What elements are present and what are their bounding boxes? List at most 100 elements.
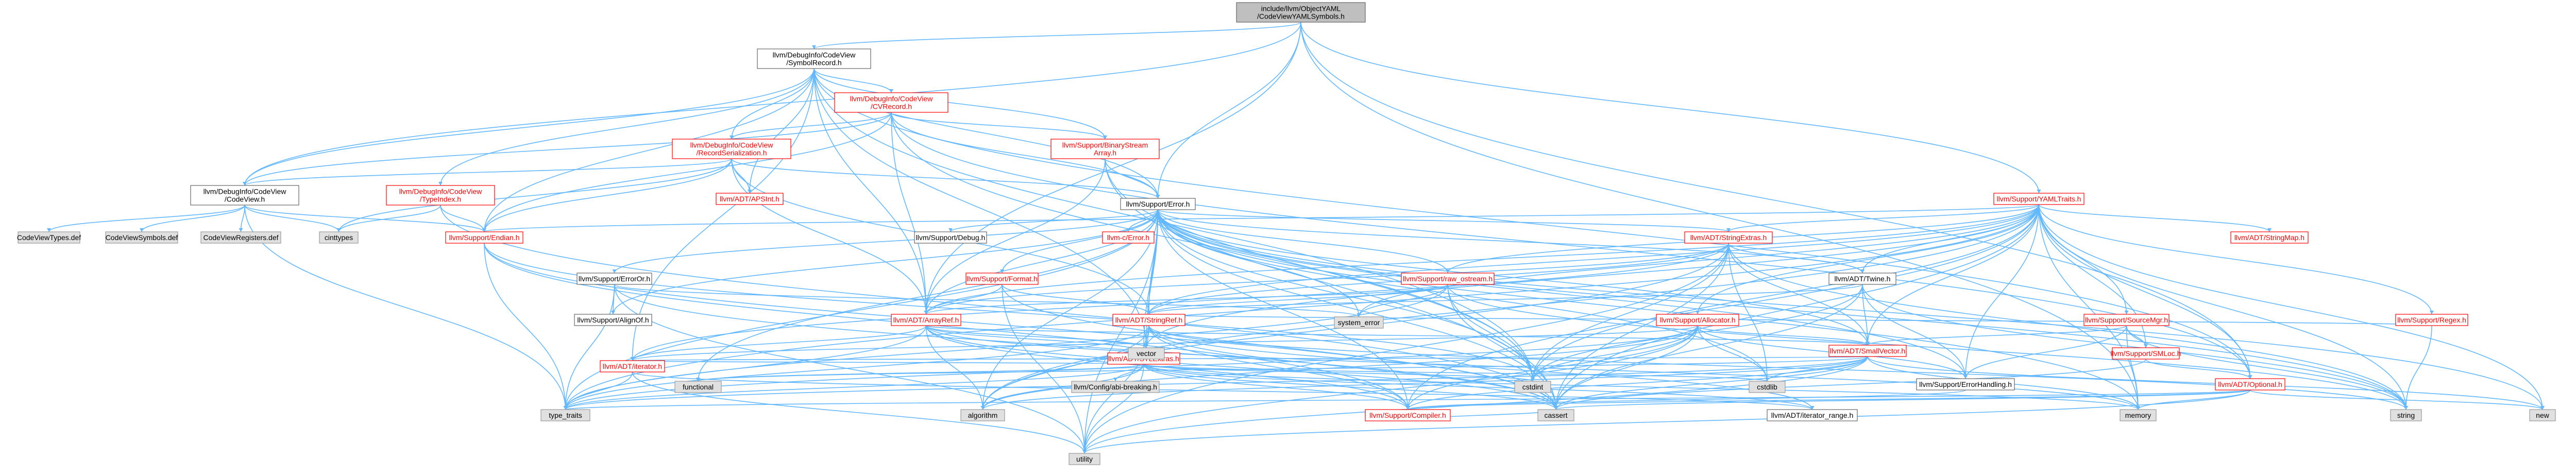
node-symrec[interactable]: llvm/DebugInfo/CodeView/SymbolRecord.h <box>757 48 871 69</box>
node-box-arrayref <box>891 314 961 326</box>
edge-smallvector-to-typetraits <box>565 356 1868 410</box>
node-format[interactable]: llvm/Support/Format.h <box>965 273 1039 285</box>
node-errorh[interactable]: llvm-c/Error.h <box>1102 231 1155 244</box>
node-typetraits: type_traits <box>540 409 590 421</box>
edge-cvrecord-to-arrayref <box>891 112 927 315</box>
edge-stringextras-to-smallvector <box>1728 243 1868 346</box>
node-label-typetraits: type_traits <box>549 411 582 419</box>
edge-yamltraits-to-new <box>2038 204 2543 410</box>
edge-stlextras-to-functional <box>698 364 1144 382</box>
node-label-binstream: Array.h <box>1094 149 1116 157</box>
node-error[interactable]: llvm/Support/Error.h <box>1120 198 1196 210</box>
edge-stlextras-to-cstdint <box>1143 364 1533 382</box>
arrowhead-sourcemgr-to-smloc <box>2144 344 2148 348</box>
node-layer: include/llvm/ObjectYAML/CodeViewYAMLSymb… <box>17 2 2556 465</box>
node-errorhandling[interactable]: llvm/Support/ErrorHandling.h <box>1916 378 2015 391</box>
node-rawostream[interactable]: llvm/Support/raw_ostream.h <box>1401 273 1495 285</box>
edge-twine-to-errorhandling <box>1862 284 1966 379</box>
arrowhead-optional-to-typetraits <box>563 406 568 410</box>
node-sourcemgr[interactable]: llvm/Support/SourceMgr.h <box>2083 314 2170 326</box>
edge-stringextras-to-iterator <box>632 243 1729 361</box>
node-box-memory <box>2120 409 2157 421</box>
node-smloc[interactable]: llvm/Support/SMLoc.h <box>2111 347 2181 360</box>
node-apsint[interactable]: llvm/ADT/APSInt.h <box>716 193 784 205</box>
arrowhead-cvrecord-to-binstream <box>1103 135 1107 139</box>
node-compiler[interactable]: llvm/Support/Compiler.h <box>1365 409 1451 421</box>
edge-error-to-errorhandling <box>1157 209 1966 379</box>
arrowhead-recser-to-apsint <box>748 190 752 193</box>
arrowhead-smallvector-to-iterator <box>630 357 635 361</box>
node-cstdlib: cstdlib <box>1749 381 1786 393</box>
node-yamltraits[interactable]: llvm/Support/YAMLTraits.h <box>1993 193 2084 205</box>
arrowhead-erroror-to-alignof <box>611 311 615 314</box>
arrowhead-yamltraits-to-twine <box>1860 269 1865 273</box>
edge-smallvector-to-cassert <box>1555 356 1868 410</box>
node-regex[interactable]: llvm/Support/Regex.h <box>2395 314 2468 326</box>
arrowhead-yamltraits-to-vector <box>1144 344 1148 348</box>
edge-error-to-utility <box>1084 209 1159 454</box>
node-box-stringextras <box>1684 231 1773 244</box>
node-label-cvsymbols: CodeViewSymbols.def <box>106 233 178 242</box>
edge-symrec-to-arrayref <box>814 68 927 315</box>
edge-stlextras-to-typetraits <box>565 364 1144 410</box>
node-endian[interactable]: llvm/Support/Endian.h <box>445 231 523 244</box>
edge-typeindex-to-endian <box>440 205 485 232</box>
node-label-cvrecord: llvm/DebugInfo/CodeView <box>850 95 934 103</box>
edge-allocator-to-cassert <box>1555 325 1698 410</box>
arrowhead-iterator-to-iterrange <box>1810 406 1815 410</box>
node-stringextras[interactable]: llvm/ADT/StringExtras.h <box>1684 231 1773 244</box>
edge-symrec-to-vector <box>814 68 1147 348</box>
node-label-typeindex: /TypeIndex.h <box>420 195 461 203</box>
edge-layer <box>47 22 2545 454</box>
edge-endian-to-cassert <box>484 243 1556 410</box>
node-label-format: llvm/Support/Format.h <box>967 275 1038 283</box>
edge-arrayref-to-algorithm <box>925 325 984 410</box>
arrowhead-yamltraits-to-regex <box>2430 311 2434 314</box>
arrowhead-recser-to-error <box>1156 195 1160 198</box>
edge-format-to-utility <box>1002 284 1085 454</box>
node-label-erroror: llvm/Support/ErrorOr.h <box>579 275 650 283</box>
node-erroror[interactable]: llvm/Support/ErrorOr.h <box>577 273 652 285</box>
node-arrayref[interactable]: llvm/ADT/ArrayRef.h <box>891 314 961 326</box>
edge-root-to-memory <box>1300 22 2139 410</box>
node-smallvector[interactable]: llvm/ADT/SmallVector.h <box>1828 345 1907 357</box>
edge-smloc-to-cassert <box>1555 359 2146 410</box>
edge-root-to-optional <box>1300 22 2251 379</box>
node-label-codeview: /CodeView.h <box>225 195 265 203</box>
node-box-alignof <box>574 314 652 326</box>
edge-allocator-to-algorithm <box>982 325 1698 410</box>
node-iterator[interactable]: llvm/ADT/iterator.h <box>600 360 665 372</box>
arrowhead-smallvector-to-cstdlib <box>1765 378 1769 381</box>
node-iterrange[interactable]: llvm/ADT/iterator_range.h <box>1767 409 1858 421</box>
node-box-codeview <box>190 185 299 206</box>
node-debug[interactable]: llvm/Support/Debug.h <box>914 231 987 244</box>
node-cvrecord[interactable]: llvm/DebugInfo/CodeView/CVRecord.h <box>834 92 948 113</box>
edge-rawostream-to-string <box>1447 284 2406 410</box>
node-label-compiler: llvm/Support/Compiler.h <box>1369 411 1446 419</box>
node-root[interactable]: include/llvm/ObjectYAML/CodeViewYAMLSymb… <box>1236 2 1366 23</box>
node-label-allocator: llvm/Support/Allocator.h <box>1659 316 1735 324</box>
node-codeview[interactable]: llvm/DebugInfo/CodeView/CodeView.h <box>190 185 299 206</box>
node-alignof[interactable]: llvm/Support/AlignOf.h <box>574 314 652 326</box>
arrowhead-optional-to-utility <box>1082 450 1087 453</box>
node-stringref[interactable]: llvm/ADT/StringRef.h <box>1112 314 1185 326</box>
node-box-optional <box>2215 378 2285 391</box>
node-allocator[interactable]: llvm/Support/Allocator.h <box>1656 314 1739 326</box>
node-label-algorithm: algorithm <box>968 411 998 419</box>
edge-symrec-to-optional <box>814 68 2251 379</box>
node-typeindex[interactable]: llvm/DebugInfo/CodeView/TypeIndex.h <box>386 185 495 206</box>
node-label-codeview: llvm/DebugInfo/CodeView <box>204 188 287 196</box>
edge-smallvector-to-algorithm <box>982 356 1868 410</box>
edge-cvrecord-to-recser <box>731 112 892 140</box>
node-stringmap[interactable]: llvm/ADT/StringMap.h <box>2230 231 2309 244</box>
node-optional[interactable]: llvm/ADT/Optional.h <box>2215 378 2285 391</box>
edge-sourcemgr-to-errorhandling <box>1965 325 2127 379</box>
node-recser[interactable]: llvm/DebugInfo/CodeView/RecordSerializat… <box>672 139 791 159</box>
node-label-debug: llvm/Support/Debug.h <box>916 233 986 242</box>
node-label-cassert: cassert <box>1544 411 1567 419</box>
node-twine[interactable]: llvm/ADT/Twine.h <box>1828 273 1896 285</box>
node-label-configbreak: llvm/Config/abi-breaking.h <box>1074 383 1157 391</box>
edge-stringextras-to-cstdint <box>1532 243 1729 382</box>
